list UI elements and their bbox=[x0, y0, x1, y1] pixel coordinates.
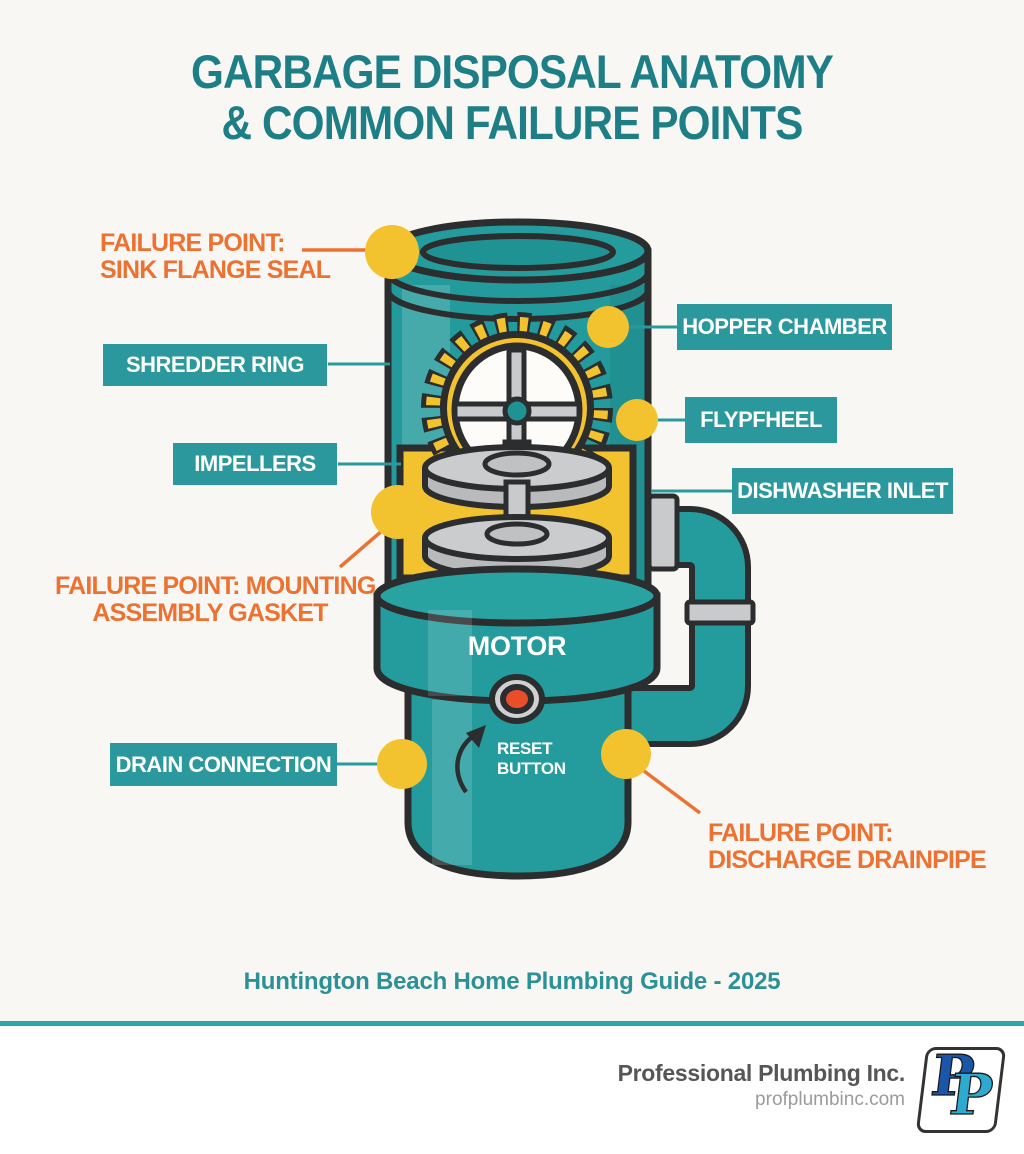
line-gasket bbox=[338, 528, 385, 569]
label-dishwasher-inlet: DISHWASHER INLET bbox=[732, 468, 953, 514]
label-failure-discharge: FAILURE POINT: DISCHARGE DRAINPIPE bbox=[708, 819, 987, 874]
cutaway-section bbox=[396, 312, 637, 582]
label-failure-discharge-line1: FAILURE POINT: bbox=[708, 819, 893, 847]
label-reset-line1: RESET bbox=[497, 739, 553, 758]
callout-dots bbox=[365, 225, 658, 789]
label-failure-gasket-line1: FAILURE POINT: MOUNTING bbox=[55, 572, 376, 600]
dot-gasket bbox=[371, 485, 425, 539]
label-reset-line2: BUTTON bbox=[497, 759, 566, 778]
label-drain-connection: DRAIN CONNECTION bbox=[110, 743, 337, 786]
label-hopper-chamber: HOPPER CHAMBER bbox=[677, 304, 892, 350]
pipe-coupling bbox=[684, 599, 756, 626]
lower-housing bbox=[404, 686, 632, 880]
logo-letter-p2: P bbox=[946, 1061, 998, 1128]
dot-flywheel bbox=[616, 399, 658, 441]
guide-note: Huntington Beach Home Plumbing Guide - 2… bbox=[243, 968, 781, 995]
motor-housing bbox=[373, 565, 661, 705]
footer-website[interactable]: profplumbinc.com bbox=[755, 1089, 905, 1110]
reset-button[interactable] bbox=[489, 674, 545, 724]
label-failure-sink-flange-line1: FAILURE POINT: bbox=[100, 229, 285, 257]
label-failure-gasket: FAILURE POINT: MOUNTING ASSEMBLY GASKET bbox=[55, 572, 376, 627]
callout-lines bbox=[302, 248, 733, 815]
dot-hopper bbox=[587, 306, 629, 348]
label-failure-sink-flange: FAILURE POINT: SINK FLANGE SEAL bbox=[100, 229, 331, 284]
label-impellers: IMPELLERS bbox=[173, 443, 337, 485]
label-failure-discharge-line2: DISCHARGE DRAINPIPE bbox=[708, 846, 987, 874]
line-discharge bbox=[642, 769, 702, 815]
discharge-pipe bbox=[628, 506, 751, 747]
impeller-discs bbox=[422, 439, 612, 580]
label-failure-sink-flange-line2: SINK FLANGE SEAL bbox=[100, 256, 331, 284]
label-reset-button: RESET BUTTON bbox=[497, 739, 566, 779]
dot-sink-flange bbox=[365, 225, 419, 279]
sink-flange-rim bbox=[384, 218, 652, 284]
flywheel-hub bbox=[502, 396, 532, 426]
label-failure-gasket-line2: ASSEMBLY GASKET bbox=[92, 599, 328, 627]
page-title-line1: GARBAGE DISPOSAL ANATOMY bbox=[191, 45, 834, 98]
dishwasher-inlet-flange bbox=[646, 493, 680, 572]
label-shredder-ring: SHREDDER RING bbox=[103, 344, 327, 386]
dot-drain bbox=[377, 739, 427, 789]
page-title-line2: & COMMON FAILURE POINTS bbox=[221, 96, 804, 149]
label-motor: MOTOR bbox=[467, 631, 567, 661]
rim-ring-line bbox=[385, 271, 651, 304]
footer-divider bbox=[0, 1021, 1024, 1026]
company-logo: P P bbox=[915, 1042, 1007, 1133]
footer-band bbox=[0, 1026, 1024, 1154]
label-flywheel: FLYPFHEEL bbox=[685, 397, 837, 443]
reset-arrow-icon bbox=[455, 725, 486, 794]
footer-company: Professional Plumbing Inc. bbox=[617, 1060, 906, 1086]
dot-discharge bbox=[601, 729, 651, 779]
